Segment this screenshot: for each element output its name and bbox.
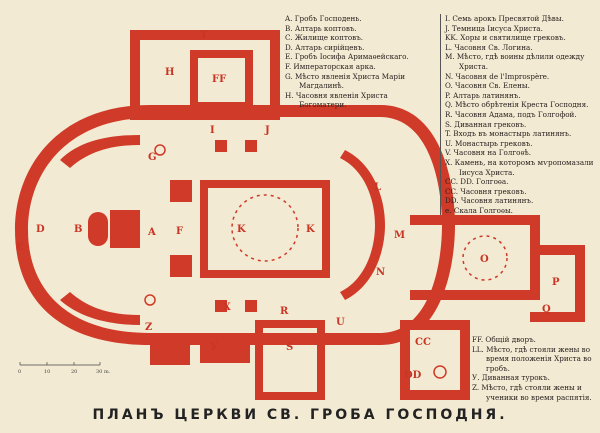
map-label-z: Z: [145, 322, 152, 333]
map-label-e: E: [16, 242, 24, 253]
map-label-n: N: [376, 267, 385, 278]
map-label-j: J: [264, 125, 270, 136]
scale-tick: 0: [18, 369, 21, 375]
map-label-g: G: [148, 152, 157, 163]
legend-item: P. Алтарь латинянъ.: [445, 90, 521, 100]
legend-item: FF. Общій дворъ.: [472, 335, 536, 344]
map-label-o: O: [480, 254, 489, 265]
map-label-k2: K: [306, 224, 315, 235]
legend-item: A. Гробъ Господень.: [285, 14, 362, 23]
map-label-k1: K: [237, 224, 246, 235]
map-label-x: X: [223, 302, 231, 313]
legend-item: KK. Хоры и святилище грековъ.: [445, 33, 566, 43]
map-label-u: U: [336, 317, 345, 328]
legend-item: H. Часовня явленія Христа Богоматери.: [285, 90, 388, 110]
legend-bottom: FF. Общій дворъ. LL. Мѣсто, гдѣ стояли ж…: [472, 335, 600, 402]
legend-item: CC. Часовня грековъ.: [445, 186, 527, 196]
map-label-i: I: [210, 125, 215, 136]
scale-tick: 30 m.: [96, 369, 111, 375]
legend-item: У. Диванная турокъ.: [472, 373, 550, 383]
map-label-q: Q: [542, 304, 551, 315]
map-label-v: VE: [289, 379, 306, 390]
legend-item: N. Часовня de l'Improspère.: [445, 71, 550, 81]
map-label-s: S: [286, 342, 293, 353]
legend-item: I. Семь арокъ Пресвятой Дѣвы.: [445, 14, 564, 23]
legend-item: Q. Мѣсто обрѣтенія Креста Господня.: [445, 100, 589, 110]
legend-item: L. Часовня Св. Логина.: [445, 42, 533, 52]
map-label-h: H: [165, 67, 174, 78]
legend-item: G. Мѣсто явленія Христа Маріи Магдалинѣ.: [285, 71, 406, 91]
legend-item: M. Мѣсто, гдѣ воины дѣлили одежду Христа…: [445, 52, 585, 71]
legend-item: CC. DD. Голгоѳа.: [445, 177, 509, 187]
legend-item: B. Алтарь коптовъ.: [285, 23, 357, 33]
legend-item: DD. Часовня латинянъ.: [445, 196, 534, 206]
legend-item: X. Камень, на которомъ мѵропомазали Іису…: [445, 157, 594, 177]
map-label-p: P: [552, 277, 560, 288]
legend-item: S. Диванная грековъ.: [445, 119, 527, 129]
legend-item: U. Монастырь грековъ.: [445, 138, 533, 148]
legend-item: D. Алтарь сирійцевъ.: [285, 42, 365, 52]
map-label-ff: FF: [212, 74, 226, 85]
map-label-m: M: [394, 230, 405, 241]
legend-item: O. Часовня Св. Елены.: [445, 81, 530, 91]
legend-item: LL. Мѣсто, гдѣ стояли жены во время поло…: [472, 344, 592, 373]
legend-item: e. Скала Голгоѳы.: [445, 205, 513, 215]
legend-left: A. Гробъ Господень. B. Алтарь коптовъ. C…: [285, 14, 425, 110]
map-label-f: F: [176, 226, 183, 237]
legend-item: C. Жилище коптовъ.: [285, 33, 364, 43]
map-label-t: T: [200, 30, 208, 41]
legend-item: R. Часовня Адама, подъ Голгофой.: [445, 109, 577, 119]
legend-item: V. Часовня на Голгоѳѣ.: [445, 148, 532, 158]
legend-item: T. Входъ въ монастырь латинянъ.: [445, 129, 572, 139]
scale-bar: [19, 362, 101, 366]
map-label-l: L: [374, 182, 381, 193]
map-label-b: B: [74, 224, 82, 235]
map-label-a: A: [147, 227, 156, 238]
legend-right: I. Семь арокъ Пресвятой Дѣвы. J. Темница…: [440, 14, 600, 216]
scale-tick: 10: [44, 369, 50, 375]
map-label-d: D: [36, 224, 45, 235]
legend-item: F. Императорская арка.: [285, 61, 376, 71]
legend-item: Z. Мѣсто, гдѣ стояли жены и ученики во в…: [472, 382, 592, 402]
legend-item: J. Темница Іисуса Христа.: [445, 23, 543, 33]
plan-title: ПЛАНЪ ЦЕРКВИ СВ. ГРОБА ГОСПОДНЯ.: [92, 407, 508, 423]
map-label-ll: LL: [112, 300, 126, 311]
map-label-y: У: [210, 342, 218, 353]
scale-tick: 20: [71, 369, 77, 375]
map-label-cc: CC: [415, 337, 431, 348]
map-label-dd: DD: [404, 370, 422, 381]
legend-item: E. Гробъ Іосифа Аримаѳейскаго.: [285, 52, 409, 62]
map-label-r: R: [280, 306, 289, 317]
